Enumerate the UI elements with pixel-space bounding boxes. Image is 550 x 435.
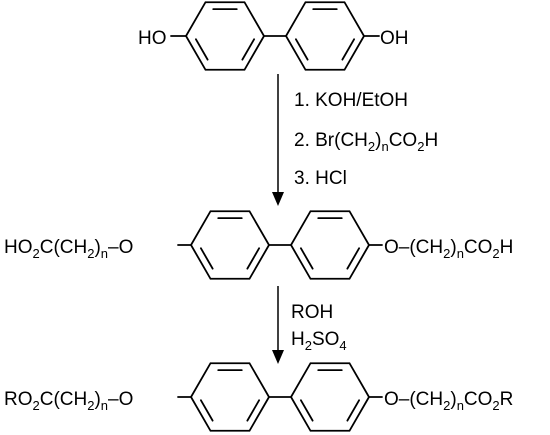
ring-double-bond: [199, 247, 214, 270]
step2-line2: H2SO4: [291, 329, 347, 353]
ring-outline: [289, 362, 371, 432]
biphenyl-ring-right: [289, 362, 371, 432]
step1-line1: 1. KOH/EtOH: [294, 90, 408, 111]
biphenyl-ring-left: [184, 1, 266, 71]
hydroxyl-label-left: HO: [138, 28, 167, 49]
ring-double-bond: [246, 247, 261, 270]
ring-double-bond: [299, 399, 314, 422]
reaction-arrow-1: [272, 74, 284, 206]
biphenyl-ring-right: [289, 210, 371, 280]
ring-double-bond: [346, 399, 361, 422]
step2-conditions: ROH H2SO4: [291, 302, 347, 353]
ring-double-bond: [294, 38, 309, 61]
step1-line2: 2. Br(CH2)nCO2H: [294, 130, 438, 154]
ester-chain-left: RO2C(CH2)n–O: [4, 389, 133, 413]
ring-outline: [289, 210, 371, 280]
step1-line3: 3. HCl: [294, 168, 347, 189]
ring-double-bond: [346, 247, 361, 270]
biphenyl-ring-left: [189, 210, 271, 280]
ring-outline: [284, 1, 366, 71]
step1-conditions: 1. KOH/EtOH 2. Br(CH2)nCO2H 3. HCl: [294, 90, 438, 189]
hydroxyl-label-right: OH: [380, 28, 409, 49]
ester-chain-right: O–(CH2)nCO2R: [384, 389, 513, 413]
acid-chain-right: O–(CH2)nCO2H: [384, 237, 513, 261]
ring-double-bond: [299, 247, 314, 270]
ring-outline: [189, 362, 271, 432]
reaction-arrow-2: [272, 286, 284, 364]
step2-line1: ROH: [291, 302, 333, 323]
biphenyl-ring-left: [189, 362, 271, 432]
ring-double-bond: [241, 38, 256, 61]
biphenyl-ring-right: [284, 1, 366, 71]
ring-double-bond: [194, 38, 209, 61]
starting-material: HO OH: [138, 1, 409, 71]
ring-double-bond: [199, 399, 214, 422]
ring-outline: [184, 1, 266, 71]
product-diester: RO2C(CH2)n–O O–(CH2)nCO2R: [4, 362, 513, 432]
ring-double-bond: [341, 38, 356, 61]
ring-double-bond: [246, 399, 261, 422]
intermediate-diacid: HO2C(CH2)n–O O–(CH2)nCO2H: [4, 210, 513, 280]
acid-chain-left: HO2C(CH2)n–O: [4, 237, 133, 261]
ring-outline: [189, 210, 271, 280]
